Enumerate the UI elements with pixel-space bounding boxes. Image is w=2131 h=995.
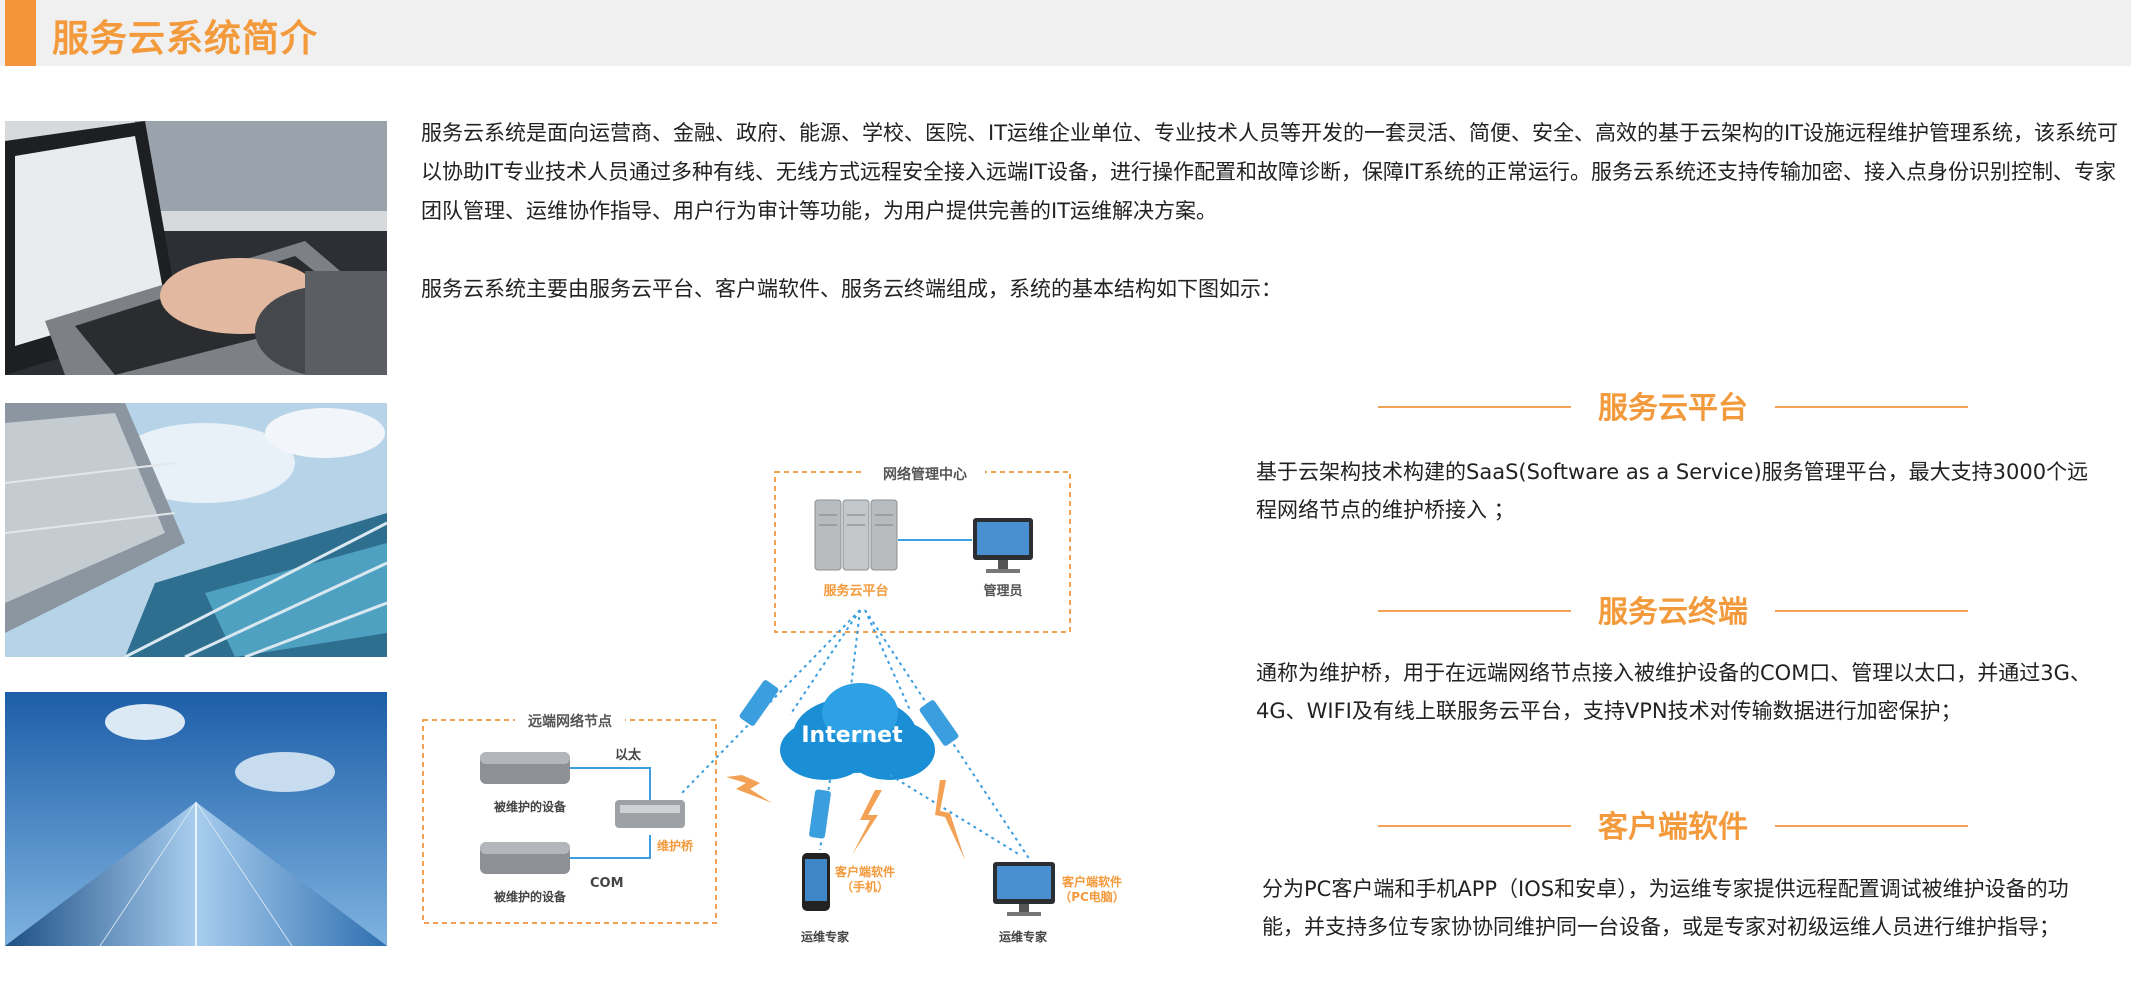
server-label: 服务云平台 (823, 583, 888, 599)
system-architecture-diagram: 网络管理中心 服务云平台 管理员 (420, 455, 1140, 955)
pc-monitor-icon (993, 862, 1055, 916)
admin-monitor-icon (973, 518, 1033, 573)
intro-text: 服务云系统是面向运营商、金融、政府、能源、学校、医院、IT运维企业单位、专业技术… (421, 114, 2121, 309)
glass-building-photo (5, 403, 387, 657)
remote-node-label: 远端网络节点 (528, 713, 612, 730)
skyscraper-photo (5, 692, 387, 946)
section-title: 服务云终端 (1598, 595, 1748, 630)
heading-divider-left (1378, 610, 1571, 612)
lightning-icon (726, 775, 772, 803)
pc-client-label-2: （PC电脑） (1059, 889, 1125, 904)
section-description: 分为PC客户端和手机APP（IOS和安卓），为运维专家提供远程配置调试被维护设备… (1262, 877, 2069, 939)
pc-client-label-1: 客户端软件 (1061, 874, 1122, 889)
section-title: 客户端软件 (1598, 810, 1748, 845)
phone-client-label-2: （手机） (841, 879, 889, 894)
laptop-typing-photo (5, 121, 387, 375)
maintained-device-icon (480, 842, 570, 874)
com-label: COM (590, 876, 624, 891)
section-description: 通称为维护桥，用于在远端网络节点接入被维护设备的COM口、管理以太口，并通过3G… (1256, 661, 2091, 723)
section-heading-client: 客户端软件 (1378, 800, 1968, 850)
heading-divider-right (1775, 610, 1968, 612)
maintenance-bridge-icon (615, 800, 685, 828)
ethernet-label: 以太 (615, 747, 642, 763)
section-heading-platform: 服务云平台 (1378, 381, 1968, 431)
lightning-icon (852, 790, 882, 855)
section-description: 基于云架构技术构建的SaaS(Software as a Service)服务管… (1256, 460, 2089, 522)
heading-divider-left (1378, 825, 1571, 827)
device-label-1: 被维护的设备 (494, 799, 567, 814)
heading-divider-left (1378, 406, 1571, 408)
bridge-label: 维护桥 (657, 838, 694, 853)
header-accent-bar (5, 0, 36, 66)
server-icon (814, 499, 898, 571)
lightning-icon (935, 780, 965, 860)
expert-label-1: 运维专家 (801, 929, 850, 944)
section-heading-terminal: 服务云终端 (1378, 585, 1968, 635)
phone-client-label-1: 客户端软件 (834, 864, 895, 879)
page-header: 服务云系统简介 (0, 0, 2131, 66)
admin-label: 管理员 (983, 583, 1022, 599)
heading-divider-right (1775, 825, 1968, 827)
device-label-2: 被维护的设备 (494, 889, 567, 904)
intro-paragraph-2: 服务云系统主要由服务云平台、客户端软件、服务云终端组成，系统的基本结构如下图如示… (421, 277, 1282, 301)
mobile-phone-icon (802, 853, 830, 911)
internet-label: Internet (801, 723, 903, 748)
expert-label-2: 运维专家 (999, 929, 1048, 944)
heading-divider-right (1775, 406, 1968, 408)
page-title: 服务云系统简介 (52, 17, 318, 60)
network-center-label: 网络管理中心 (883, 466, 967, 483)
internet-cloud-icon (780, 683, 935, 780)
section-title: 服务云平台 (1598, 391, 1748, 426)
maintained-device-icon (480, 752, 570, 784)
intro-paragraph-1: 服务云系统是面向运营商、金融、政府、能源、学校、医院、IT运维企业单位、专业技术… (421, 121, 2119, 223)
